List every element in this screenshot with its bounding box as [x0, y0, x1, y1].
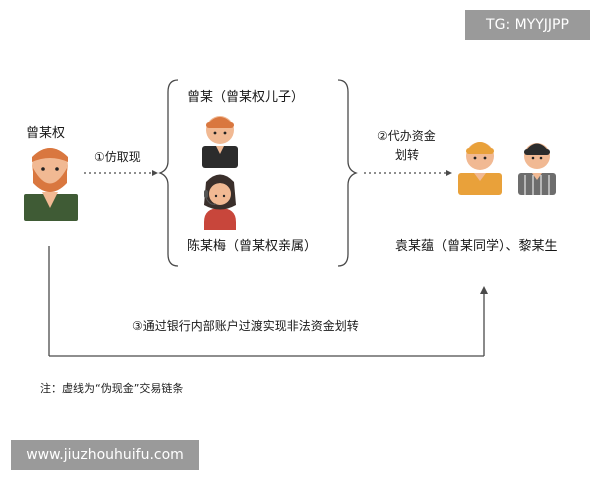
step3-arrow	[48, 246, 488, 357]
young-man-icon	[202, 116, 238, 168]
woman-headset-icon	[204, 174, 236, 230]
step2-label-line1: ②代办资金	[377, 129, 436, 143]
dark-hair-person-icon	[518, 143, 556, 195]
relative-name-label: 陈某梅（曾某权亲属）	[187, 239, 318, 254]
step3-label: ③通过银行内部账户过渡实现非法资金划转	[132, 319, 359, 333]
son-name-label: 曾某（曾某权儿子）	[187, 90, 305, 105]
step1-arrow	[84, 170, 158, 176]
step2-label-line2: 划转	[395, 148, 420, 162]
left-brace	[158, 79, 179, 267]
dashed-line-note: 注：虚线为“伪现金”交易链条	[40, 382, 184, 395]
source-name-label: 曾某权	[26, 126, 66, 141]
step1-label: ①仿取现	[94, 150, 141, 164]
orange-hair-person-icon	[458, 142, 502, 195]
tg-watermark-text: TG: MYYJJPP	[486, 17, 569, 33]
site-watermark: www.jiuzhouhuifu.com	[11, 440, 199, 470]
site-watermark-text: www.jiuzhouhuifu.com	[26, 447, 184, 463]
right-brace	[337, 79, 358, 267]
bearded-man-icon	[24, 148, 78, 221]
receivers-name-label: 袁某蕴（曾某同学）、黎某生	[395, 239, 558, 254]
step2-arrow	[364, 170, 452, 176]
tg-watermark: TG: MYYJJPP	[465, 10, 590, 40]
